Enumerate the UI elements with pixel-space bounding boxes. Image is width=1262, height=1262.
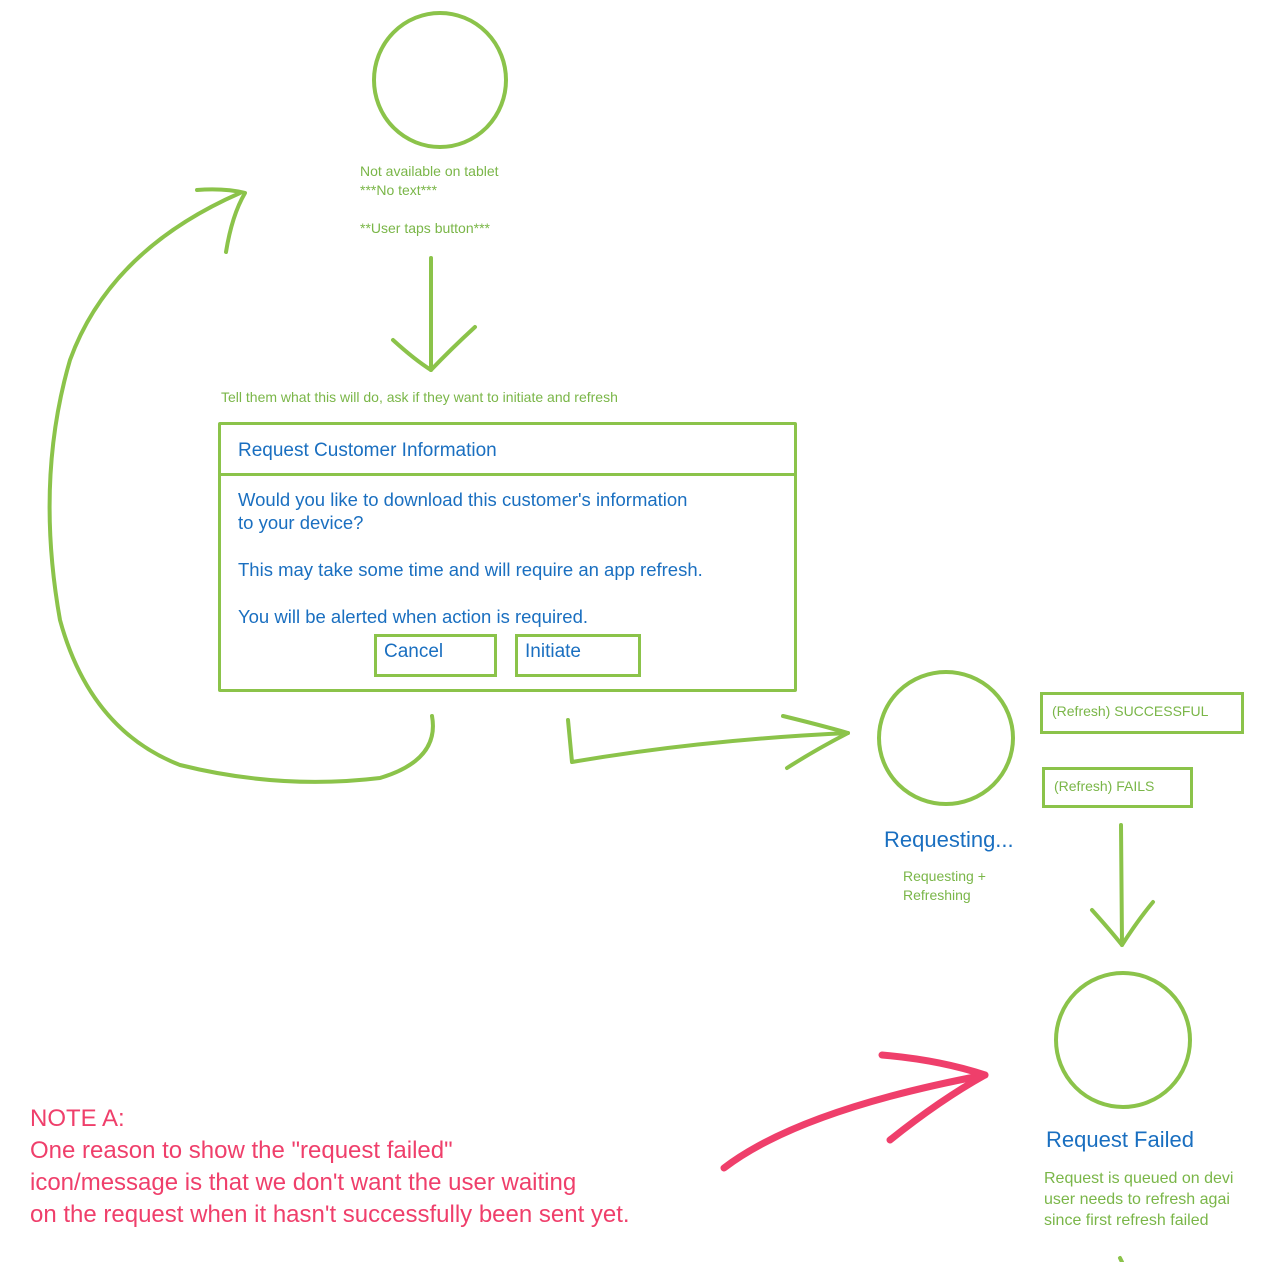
top-node-note-line — [360, 200, 499, 219]
top-node-note: Not available on tablet ***No text*** **… — [360, 162, 499, 238]
note-a-heading: NOTE A: — [30, 1105, 125, 1132]
requesting-node-circle — [877, 670, 1015, 806]
dialog-title-bar: Request Customer Information — [221, 425, 794, 476]
arrow-to-requesting-head — [781, 714, 850, 770]
loop-back-arrow — [47, 191, 435, 784]
arrow-down-to-failed-head — [1090, 900, 1155, 947]
requesting-node-title: Requesting... — [884, 827, 1014, 852]
arrow-to-requesting — [566, 718, 850, 764]
request-dialog: Request Customer Information Would you l… — [218, 422, 797, 692]
dialog-body-line: to your device? — [238, 512, 364, 533]
refresh-successful-box: (Refresh) SUCCESSFUL — [1040, 692, 1244, 734]
note-a: NOTE A: One reason to show the "request … — [30, 1103, 630, 1231]
note-a-line: One reason to show the "request failed" — [30, 1137, 453, 1164]
note-a-line: icon/message is that we don't want the u… — [30, 1169, 577, 1196]
dialog-body-line: You will be alerted when action is requi… — [238, 606, 589, 627]
failed-node-note-line: Request is queued on devi — [1044, 1170, 1234, 1187]
failed-node-note-line: since first refresh failed — [1044, 1212, 1209, 1229]
requesting-node-note-line: Refreshing — [903, 887, 971, 903]
top-node-note-line: ***No text*** — [360, 182, 438, 198]
note-a-line: on the request when it hasn't successful… — [30, 1201, 630, 1228]
arrow-down-to-dialog-head — [391, 325, 477, 372]
initiate-button[interactable]: Initiate — [515, 634, 641, 677]
loop-back-arrow-head — [195, 187, 247, 254]
arrow-down-to-failed — [1119, 823, 1124, 947]
cancel-button[interactable]: Cancel — [374, 634, 497, 677]
refresh-fails-box: (Refresh) FAILS — [1042, 767, 1193, 808]
dialog-body-line: This may take some time and will require… — [238, 559, 703, 580]
dialog-body: Would you like to download this customer… — [238, 488, 703, 628]
dialog-title: Request Customer Information — [238, 440, 497, 461]
top-node-circle — [372, 11, 508, 149]
failed-node-title: Request Failed — [1046, 1127, 1194, 1152]
requesting-node-note: Requesting + Refreshing — [903, 867, 986, 905]
requesting-node-note-line: Requesting + — [903, 868, 986, 884]
failed-node-note: Request is queued on devi user needs to … — [1044, 1168, 1262, 1231]
top-node-note-line: Not available on tablet — [360, 163, 499, 179]
dialog-caption: Tell them what this will do, ask if they… — [221, 389, 618, 405]
note-a-arrow-head — [878, 1051, 989, 1144]
failed-node-note-line: user needs to refresh agai — [1044, 1191, 1230, 1208]
dialog-body-line: Would you like to download this customer… — [238, 489, 688, 510]
failed-node-circle — [1054, 971, 1192, 1109]
top-node-note-line: **User taps button*** — [360, 220, 490, 236]
bottom-mark — [1118, 1256, 1124, 1262]
note-a-arrow — [720, 1071, 989, 1172]
